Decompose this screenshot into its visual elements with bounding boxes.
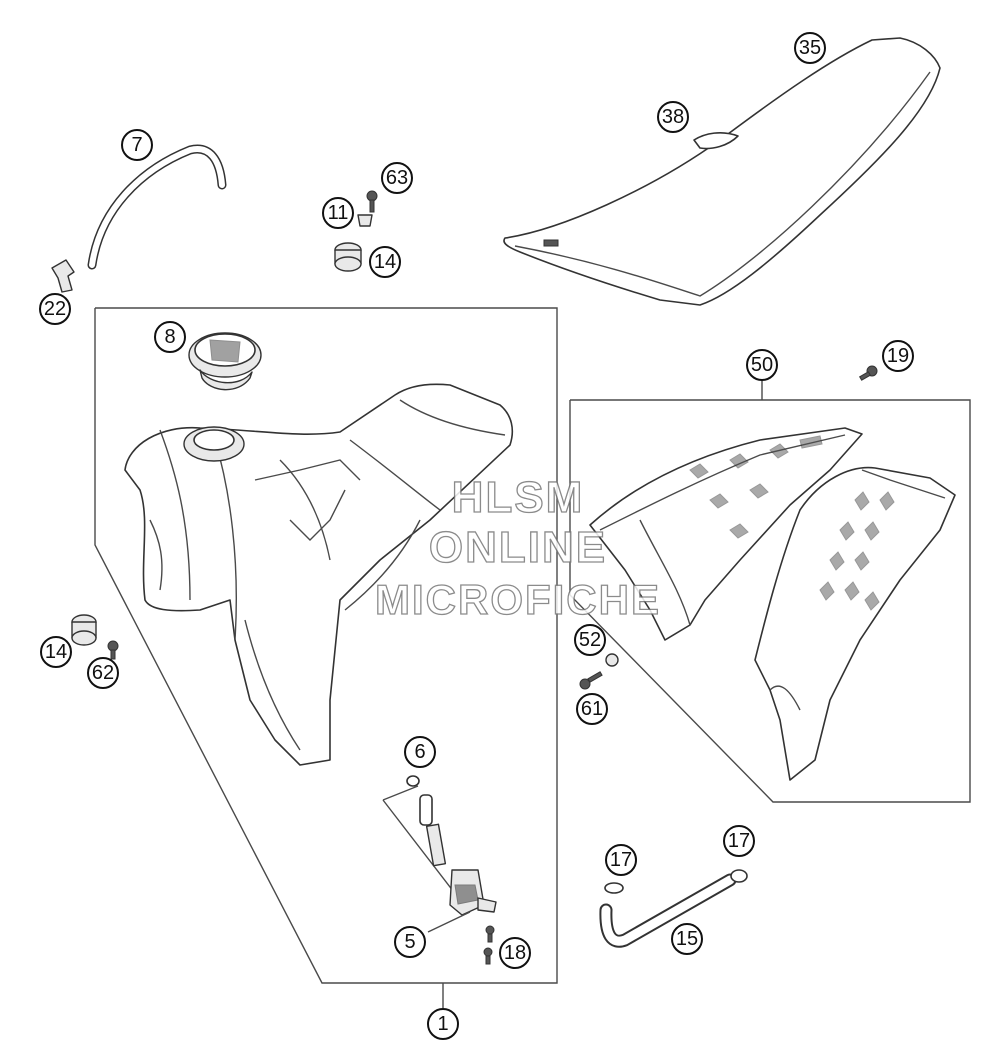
svg-text:38: 38 xyxy=(662,106,684,128)
callout-5: 5 xyxy=(394,926,426,958)
svg-text:5: 5 xyxy=(404,931,415,953)
bolt-61 xyxy=(579,671,603,690)
svg-text:1: 1 xyxy=(437,1013,448,1035)
callout-35: 35 xyxy=(794,32,826,64)
callout-6: 6 xyxy=(404,736,436,768)
tank-group-frame xyxy=(94,307,558,984)
svg-text:22: 22 xyxy=(44,298,66,320)
callout-18: 18 xyxy=(499,937,531,969)
bolt-62 xyxy=(107,640,119,660)
callout-22: 22 xyxy=(39,293,71,325)
svg-text:14: 14 xyxy=(45,641,67,663)
bushing-14-left xyxy=(71,614,97,646)
bolt-19 xyxy=(858,365,878,381)
callout-19: 19 xyxy=(882,340,914,372)
washer-11 xyxy=(357,214,373,227)
svg-text:61: 61 xyxy=(581,698,603,720)
screws-18 xyxy=(483,925,495,965)
svg-text:18: 18 xyxy=(504,942,526,964)
breather-hose xyxy=(87,144,227,270)
watermark-line-3: MICROFICHE xyxy=(375,576,661,623)
svg-text:63: 63 xyxy=(386,167,408,189)
seat xyxy=(503,37,941,306)
svg-text:7: 7 xyxy=(131,134,142,156)
fuel-tap xyxy=(419,794,497,916)
shroud-right xyxy=(754,466,956,781)
watermark-line-1: HLSM xyxy=(452,473,585,522)
bushing-14-top xyxy=(334,242,362,272)
hose-fitting xyxy=(51,259,75,293)
callout-14-left: 14 xyxy=(40,636,72,668)
callout-17-left: 17 xyxy=(605,844,637,876)
svg-text:17: 17 xyxy=(728,830,750,852)
callout-50: 50 xyxy=(746,349,778,381)
callout-14-top: 14 xyxy=(369,246,401,278)
callout-62: 62 xyxy=(87,657,119,689)
shroud-left xyxy=(589,427,863,641)
svg-text:6: 6 xyxy=(414,741,425,763)
callout-52: 52 xyxy=(574,624,606,656)
hose-clamp-2 xyxy=(730,869,748,883)
nut-52 xyxy=(605,653,619,667)
svg-text:8: 8 xyxy=(164,326,175,348)
svg-text:14: 14 xyxy=(374,251,396,273)
callout-61: 61 xyxy=(576,693,608,725)
callout-15: 15 xyxy=(671,923,703,955)
callout-63: 63 xyxy=(381,162,413,194)
hose-clamp-1 xyxy=(604,882,624,894)
fuel-cap xyxy=(188,332,262,391)
svg-text:62: 62 xyxy=(92,662,114,684)
svg-text:35: 35 xyxy=(799,37,821,59)
svg-text:17: 17 xyxy=(610,849,632,871)
svg-text:15: 15 xyxy=(676,928,698,950)
svg-text:52: 52 xyxy=(579,629,601,651)
svg-text:11: 11 xyxy=(328,202,349,224)
shroud-group-frame xyxy=(569,399,971,803)
fuel-hose xyxy=(599,873,737,948)
svg-text:19: 19 xyxy=(887,345,909,367)
callout-17-right: 17 xyxy=(723,825,755,857)
watermark-line-2: ONLINE xyxy=(429,523,607,572)
svg-text:50: 50 xyxy=(751,354,773,376)
callout-1: 1 xyxy=(427,1008,459,1040)
bolt-63 xyxy=(366,190,378,213)
callout-7: 7 xyxy=(121,129,153,161)
callout-38: 38 xyxy=(657,101,689,133)
watermark: HLSM ONLINE MICROFICHE xyxy=(374,472,661,623)
fuel-tank xyxy=(124,383,514,766)
callout-8: 8 xyxy=(154,321,186,353)
o-ring-6 xyxy=(406,775,420,787)
callout-11: 11 xyxy=(322,197,354,229)
